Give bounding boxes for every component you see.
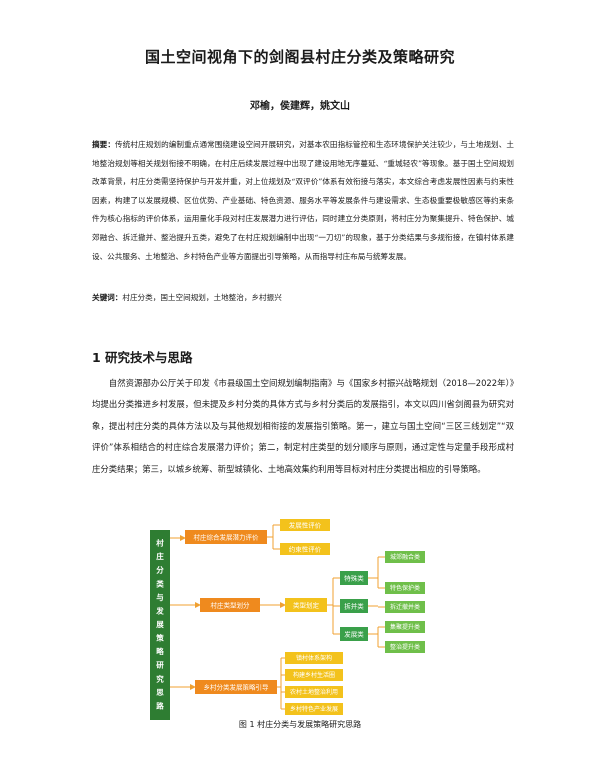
branch-potential-evaluation — [185, 530, 267, 544]
diagram-connectors — [170, 524, 385, 710]
strategy-item — [285, 669, 343, 681]
keywords: 关键词：村庄分类，国土空间规划，土地整治，乡村振兴 — [92, 291, 514, 305]
village-group-label: 特殊类 — [344, 574, 364, 583]
branch-strategy-guidance-label: 乡村分类发展策略引导 — [204, 683, 270, 692]
village-type-label: 集聚提升类 — [390, 623, 420, 631]
village-type — [385, 601, 425, 613]
paper-authors: 邓榆，侯建辉，姚文山 — [250, 101, 350, 112]
root-node-char: 策 — [156, 633, 164, 643]
root-node-char: 思 — [156, 688, 164, 697]
root-node-char: 村 — [156, 538, 164, 548]
evaluation-item-label: 发展性评价 — [289, 521, 322, 530]
type-hub-label: 类型划定 — [293, 601, 320, 610]
strategy-item — [285, 686, 343, 698]
strategy-item-label: 镇村体系架构 — [296, 654, 332, 662]
root-node-char: 分 — [156, 565, 164, 575]
section-body: 自然资源部办公厅关于印发《市县级国土空间规划编制指南》与《国家乡村振兴战略规划（… — [92, 378, 514, 474]
evaluation-item — [280, 519, 330, 531]
strategy-item-label: 乡村特色产业发展 — [290, 705, 338, 713]
root-node — [150, 530, 170, 720]
branch-type-division-label: 村庄类型划分 — [211, 601, 251, 610]
evaluation-item-label: 约束性评价 — [289, 545, 322, 554]
village-type — [385, 551, 425, 563]
root-node-char: 类 — [156, 578, 164, 588]
keywords-label: 关键词： — [92, 293, 123, 302]
abstract: 摘要：传统村庄规划的编制重点通常围绕建设空间开展研究，对基本农田指标管控和生态环… — [92, 136, 514, 266]
village-type — [385, 621, 425, 633]
strategy-item-label: 农村土地整治利用 — [290, 688, 338, 696]
strategy-item-label: 构建乡村生活圈 — [293, 671, 335, 679]
paper-title: 国土空间视角下的剑阁县村庄分类及策略研究 — [144, 48, 455, 66]
village-type-label: 城郊融合类 — [390, 553, 420, 561]
root-node-char: 略 — [156, 646, 164, 656]
abstract-label: 摘要： — [92, 140, 116, 149]
abstract-text: 传统村庄规划的编制重点通常围绕建设空间开展研究，对基本农田指标管控和生态环境保护… — [92, 140, 515, 261]
root-node-char: 发 — [155, 605, 164, 615]
village-type — [385, 641, 425, 653]
village-type-label: 特色保护类 — [390, 584, 420, 592]
root-node-char: 庄 — [156, 551, 164, 561]
root-node-char: 展 — [155, 620, 164, 629]
strategy-item — [285, 703, 343, 715]
section-heading: 1 研究技术与思路 — [92, 350, 193, 365]
type-hub — [285, 598, 327, 612]
root-node-char: 与 — [156, 592, 164, 602]
village-type-label: 拆迁撤并类 — [390, 603, 420, 611]
root-node-char: 路 — [156, 700, 164, 710]
village-type — [385, 582, 425, 594]
strategy-item — [285, 652, 343, 664]
figure-caption: 图 1 村庄分类与发展策略研究思路 — [238, 720, 362, 729]
village-group-label: 发展类 — [344, 630, 364, 639]
village-group — [340, 627, 368, 641]
branch-type-division — [200, 598, 260, 612]
village-type-label: 整治提升类 — [390, 643, 420, 651]
root-node-char: 研 — [156, 661, 164, 670]
branch-potential-evaluation-label: 村庄综合发展潜力评价 — [194, 533, 260, 542]
keywords-text: 村庄分类，国土空间规划，土地整治，乡村振兴 — [122, 293, 282, 302]
village-group — [340, 599, 368, 613]
village-group-label: 拆并类 — [344, 602, 364, 611]
branch-strategy-guidance — [195, 680, 277, 694]
evaluation-item — [280, 543, 330, 555]
village-group — [340, 571, 368, 585]
root-node-char: 究 — [156, 673, 164, 683]
